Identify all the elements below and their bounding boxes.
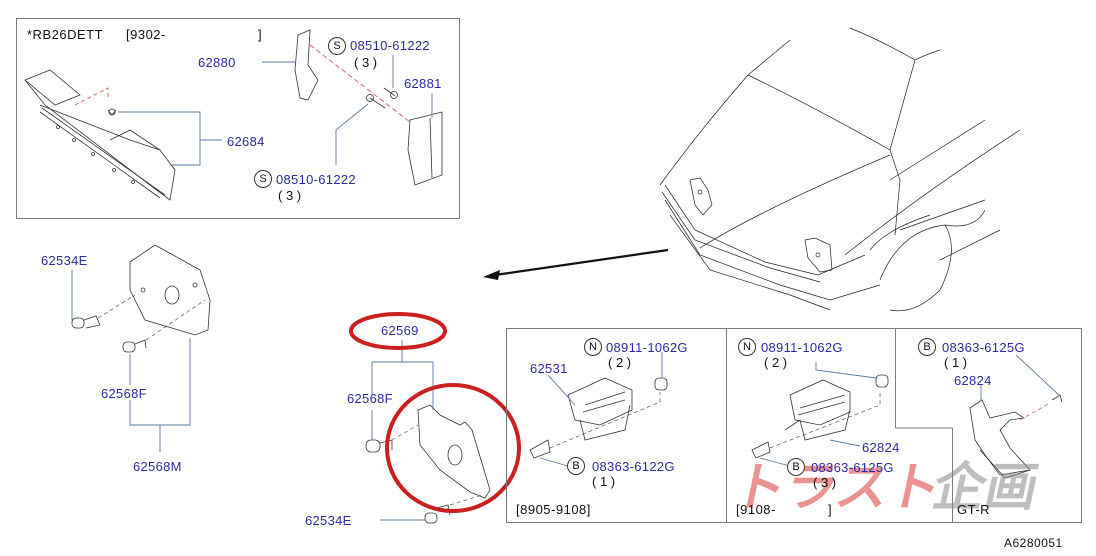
qty-label: ( 3 ) xyxy=(278,188,302,203)
qty-label: ( 2 ) xyxy=(608,355,632,370)
panel-range-end: ] xyxy=(828,502,833,517)
figure-id: A6280051 xyxy=(1004,536,1063,550)
retainer-plate-drawing-center xyxy=(417,404,491,499)
nut-symbol-n: N xyxy=(738,338,756,356)
date-range-label: [9302- xyxy=(126,27,166,42)
part-62568F[interactable]: 62568F xyxy=(347,391,393,406)
qty-label: ( 3 ) xyxy=(813,475,837,490)
part-62881[interactable]: 62881 xyxy=(404,76,442,91)
part-08363-6122G[interactable]: 08363-6122G xyxy=(592,459,675,474)
screw-symbol-s: S xyxy=(254,170,272,188)
part-08363-6125G[interactable]: 08363-6125G xyxy=(811,460,894,475)
panel-range-label: GT-R xyxy=(957,502,991,517)
panel-range-label: [8905-9108] xyxy=(516,502,591,517)
part-62568M[interactable]: 62568M xyxy=(133,459,182,474)
part-08363-6125G[interactable]: 08363-6125G xyxy=(942,340,1025,355)
part-62824[interactable]: 62824 xyxy=(862,440,900,455)
retainer-plate-drawing-left xyxy=(129,244,211,336)
part-62880[interactable]: 62880 xyxy=(198,55,236,70)
part-08510-61222-a[interactable]: 08510-61222 xyxy=(350,38,430,53)
qty-label: ( 1 ) xyxy=(592,474,616,489)
car-outline-drawing xyxy=(659,27,1021,312)
bumper-reinforcement-drawing xyxy=(24,69,176,201)
part-62534E[interactable]: 62534E xyxy=(41,253,88,268)
qty-label: ( 2 ) xyxy=(764,355,788,370)
part-08911-1062G[interactable]: 08911-1062G xyxy=(606,340,688,355)
part-62568F[interactable]: 62568F xyxy=(101,386,147,401)
part-62824[interactable]: 62824 xyxy=(954,373,992,388)
qty-label: ( 1 ) xyxy=(944,355,968,370)
part-08911-1062G[interactable]: 08911-1062G xyxy=(761,340,843,355)
date-range-end: ] xyxy=(258,27,263,42)
part-62684[interactable]: 62684 xyxy=(227,134,265,149)
bolt-symbol-b: B xyxy=(787,458,805,476)
screw-symbol-s: S xyxy=(328,37,346,55)
bolt-symbol-b: B xyxy=(918,338,936,356)
qty-label: ( 3 ) xyxy=(354,55,378,70)
panel-range-label: [9108- xyxy=(736,502,776,517)
part-62534E[interactable]: 62534E xyxy=(305,513,352,528)
part-08510-61222-b[interactable]: 08510-61222 xyxy=(276,172,356,187)
nut-symbol-n: N xyxy=(584,338,602,356)
engine-label: *RB26DETT xyxy=(27,27,104,42)
part-62569-highlighted[interactable]: 62569 xyxy=(381,323,419,338)
part-62531[interactable]: 62531 xyxy=(530,361,568,376)
bolt-symbol-b: B xyxy=(567,457,585,475)
